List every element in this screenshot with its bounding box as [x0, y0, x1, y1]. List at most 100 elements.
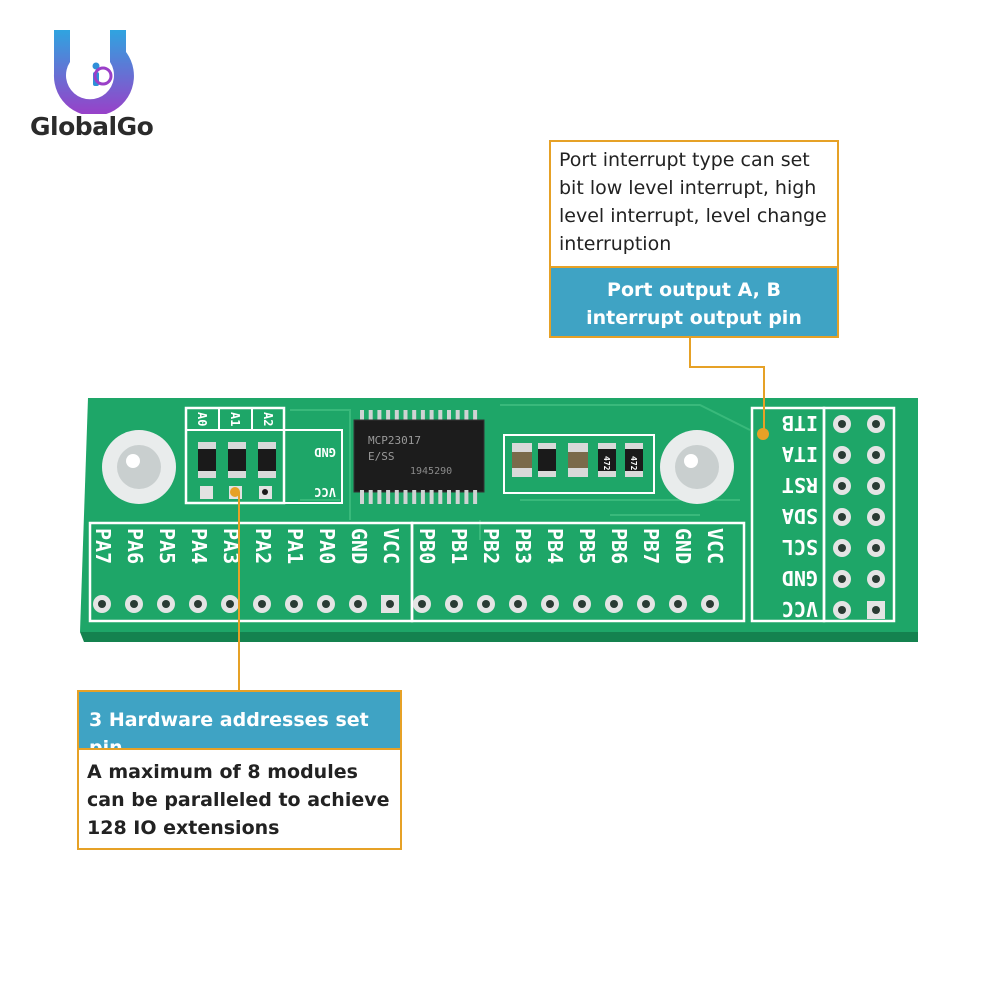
- pin-hole: [482, 600, 490, 608]
- pin-label-pb0: PB0: [415, 528, 439, 564]
- chip-pin: [438, 490, 443, 504]
- pin-hole: [872, 606, 880, 614]
- pin-label-pa5: PA5: [155, 528, 179, 564]
- callout-top-connector-horizontal: [689, 366, 765, 368]
- pin-hole: [578, 600, 586, 608]
- pin-hole: [322, 600, 330, 608]
- resistor-label-1: 472: [602, 456, 611, 471]
- chip-pin: [420, 410, 425, 422]
- callout-bottom-title-box: 3 Hardware addresses set pin: [77, 690, 402, 759]
- side-pin-label-scl: SCL: [782, 535, 818, 559]
- chip-pin: [455, 490, 460, 504]
- pin-hole: [418, 600, 426, 608]
- side-pin-label-sda: SDA: [782, 504, 818, 528]
- callout-top-description: Port interrupt type can set bit low leve…: [559, 149, 827, 255]
- globalgo-logo-icon: [53, 30, 134, 114]
- pin-hole: [642, 600, 650, 608]
- pin-label-pb2: PB2: [479, 528, 503, 564]
- chip-pin: [386, 410, 391, 422]
- chip-pin: [464, 410, 469, 422]
- callout-bottom-description: A maximum of 8 modules can be paralleled…: [87, 761, 390, 839]
- pin-hole: [674, 600, 682, 608]
- chip-pin: [394, 410, 399, 422]
- callout-top-marker: [757, 428, 769, 440]
- pin-label-pa1: PA1: [283, 528, 307, 564]
- callout-bottom-description-box: A maximum of 8 modules can be paralleled…: [77, 748, 402, 850]
- chip-pin: [464, 490, 469, 504]
- chip-pin: [412, 410, 417, 422]
- vcc-label: VCC: [314, 485, 336, 499]
- chip-pin: [403, 410, 408, 422]
- callout-top-description-box: Port interrupt type can set bit low leve…: [549, 140, 839, 268]
- pin-hole: [162, 600, 170, 608]
- chip-pin: [473, 410, 478, 422]
- chip-label-line2: E/SS: [368, 450, 395, 463]
- pin-hole: [546, 600, 554, 608]
- chip-pin: [420, 490, 425, 504]
- side-pin-label-vcc: VCC: [782, 597, 818, 621]
- chip-label-line1: MCP23017: [368, 434, 421, 447]
- chip-pin: [377, 410, 382, 422]
- pin-hole: [872, 420, 880, 428]
- pin-label-pb7: PB7: [639, 528, 663, 564]
- address-label-a1: A1: [228, 412, 242, 426]
- pin-hole: [838, 513, 846, 521]
- brand-name: GlobalGo: [30, 112, 154, 141]
- callout-top-title-line2: interrupt output pin: [586, 307, 802, 329]
- pin-label-pa6: PA6: [123, 528, 147, 564]
- address-label-a0: A0: [195, 412, 209, 426]
- pin-hole: [872, 513, 880, 521]
- pin-label-pb5: PB5: [575, 528, 599, 564]
- pin-label-pb4: PB4: [543, 528, 567, 564]
- pin-label-gnd: GND: [671, 528, 695, 564]
- side-pin-label-itb: ITB: [782, 411, 818, 435]
- chip-pin: [412, 490, 417, 504]
- pin-hole: [872, 451, 880, 459]
- chip-pin: [438, 410, 443, 422]
- chip-pin: [403, 490, 408, 504]
- callout-bottom-connector: [238, 492, 240, 692]
- pin-hole: [838, 420, 846, 428]
- pin-hole: [514, 600, 522, 608]
- pin-label-pa4: PA4: [187, 528, 211, 564]
- pin-hole: [838, 544, 846, 552]
- chip-pin: [360, 490, 364, 504]
- chip-pin: [447, 410, 451, 422]
- pin-hole: [130, 600, 138, 608]
- chip-pin: [360, 410, 364, 422]
- pin-hole: [838, 482, 846, 490]
- pin-label-gnd: GND: [347, 528, 371, 564]
- pin-hole: [354, 600, 362, 608]
- pin-hole: [838, 606, 846, 614]
- side-pin-label-rst: RST: [782, 473, 818, 497]
- chip-pin: [386, 490, 391, 504]
- callout-top-connector-vertical-2: [763, 366, 765, 432]
- callout-top-title-box: Port output A, B interrupt output pin: [549, 266, 839, 338]
- pin-label-pa0: PA0: [315, 528, 339, 564]
- pin-hole: [258, 600, 266, 608]
- chip-pin: [377, 490, 382, 504]
- pin-hole: [872, 544, 880, 552]
- pin-label-pb1: PB1: [447, 528, 471, 564]
- chip-pin: [368, 410, 373, 422]
- pin-label-vcc: VCC: [703, 528, 727, 564]
- pin-hole: [450, 600, 458, 608]
- chip-pin: [473, 490, 478, 504]
- pin-hole: [838, 575, 846, 583]
- callout-top-title-line1: Port output A, B: [607, 279, 781, 301]
- pin-hole: [872, 482, 880, 490]
- pin-label-pb6: PB6: [607, 528, 631, 564]
- chip-pin: [394, 490, 399, 504]
- pin-hole: [290, 600, 298, 608]
- address-label-a2: A2: [261, 412, 275, 426]
- pin-hole: [98, 600, 106, 608]
- pin-label-pa2: PA2: [251, 528, 275, 564]
- pin-hole: [226, 600, 234, 608]
- chip-label-line3: 1945290: [410, 466, 452, 477]
- pin-hole: [194, 600, 202, 608]
- callout-top-connector-vertical-1: [689, 338, 691, 368]
- side-pin-label-gnd: GND: [782, 566, 818, 590]
- side-pin-label-ita: ITA: [782, 442, 818, 466]
- pin-hole: [706, 600, 714, 608]
